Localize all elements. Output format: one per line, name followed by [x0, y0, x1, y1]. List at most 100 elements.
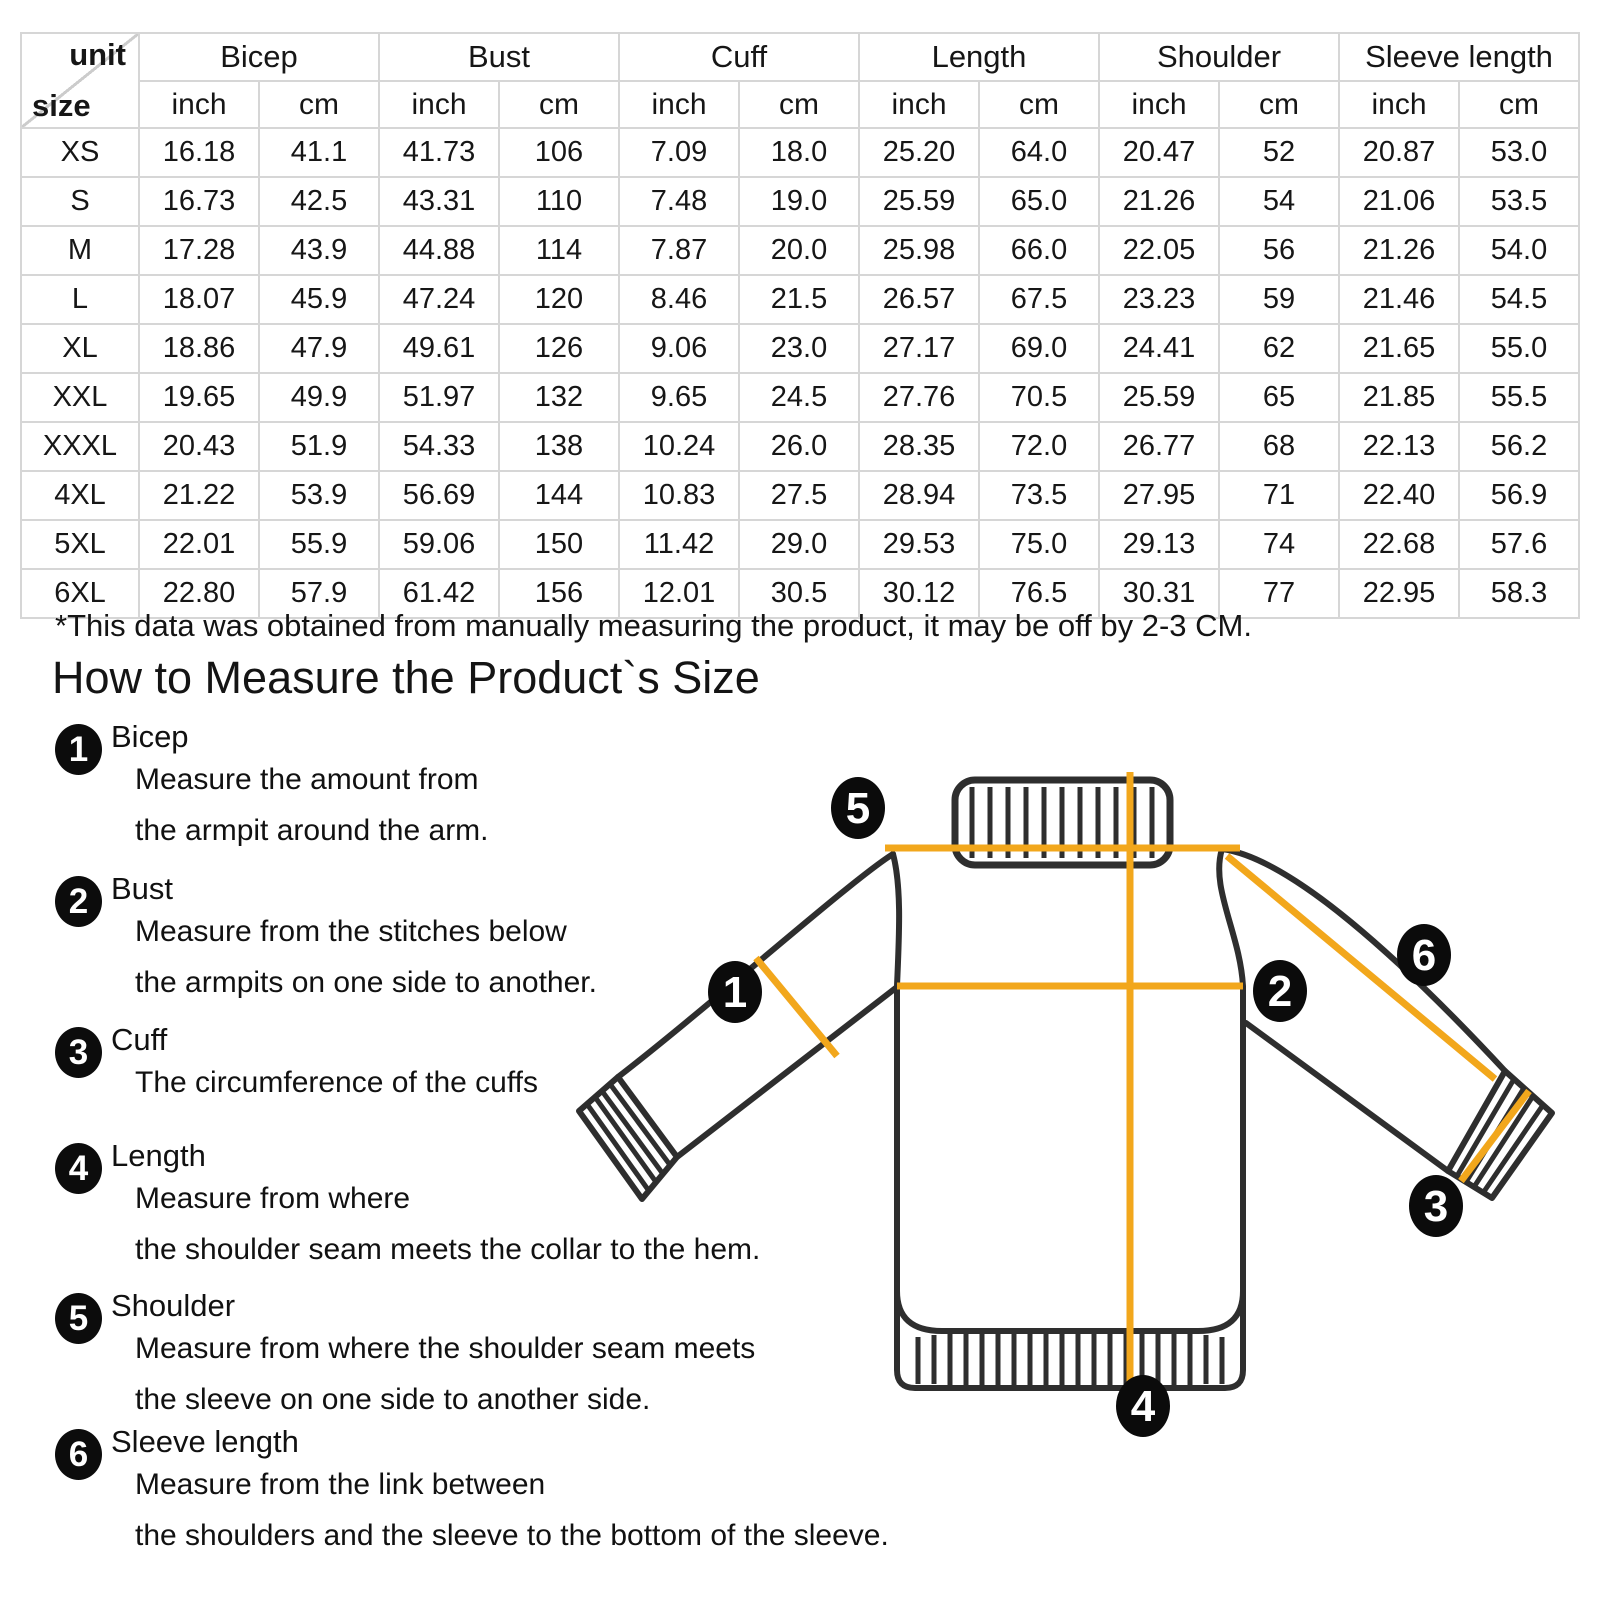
unit-header: inch — [858, 80, 980, 129]
value-cell: 55.0 — [1458, 323, 1580, 374]
value-cell: 22.01 — [138, 519, 260, 570]
diagram-marker-4: 4 — [1116, 1375, 1170, 1437]
value-cell: 74 — [1218, 519, 1340, 570]
sleeve-length-measure-line — [1224, 853, 1498, 1082]
value-cell: 30.12 — [858, 568, 980, 619]
value-cell: 29.53 — [858, 519, 980, 570]
value-cell: 24.5 — [738, 372, 860, 423]
item-desc-line: Measure from the stitches below — [135, 915, 567, 948]
size-cell: M — [20, 225, 140, 276]
instruction-item-bust: 2 Bust Measure from the stitches below t… — [55, 872, 597, 1008]
measurement-disclaimer: *This data was obtained from manually me… — [55, 608, 1252, 643]
value-cell: 25.59 — [858, 176, 980, 227]
value-cell: 9.06 — [618, 323, 740, 374]
value-cell: 132 — [498, 372, 620, 423]
value-cell: 22.05 — [1098, 225, 1220, 276]
value-cell: 22.13 — [1338, 421, 1460, 472]
diagram-marker-5: 5 — [831, 777, 885, 839]
unit-header: cm — [498, 80, 620, 129]
diagram-marker-3: 3 — [1409, 1175, 1463, 1237]
value-cell: 29.13 — [1098, 519, 1220, 570]
value-cell: 156 — [498, 568, 620, 619]
item-title: Length — [111, 1138, 206, 1173]
value-cell: 44.88 — [378, 225, 500, 276]
value-cell: 77 — [1218, 568, 1340, 619]
value-cell: 21.85 — [1338, 372, 1460, 423]
column-header-length: Length — [858, 32, 1100, 82]
diagram-marker-2: 2 — [1253, 960, 1307, 1022]
item-title: Cuff — [111, 1022, 168, 1057]
value-cell: 51.97 — [378, 372, 500, 423]
value-cell: 7.87 — [618, 225, 740, 276]
value-cell: 26.0 — [738, 421, 860, 472]
item-desc-line: the shoulders and the sleeve to the bott… — [135, 1519, 889, 1552]
instruction-item-shoulder: 5 Shoulder Measure from where the should… — [55, 1289, 755, 1425]
cuff-measure-line — [1458, 1088, 1532, 1184]
instruction-item-sleeve-length: 6 Sleeve length Measure from the link be… — [55, 1425, 889, 1561]
item-desc-line: the sleeve on one side to another side. — [135, 1383, 651, 1416]
value-cell: 47.9 — [258, 323, 380, 374]
unit-header: inch — [138, 80, 260, 129]
value-cell: 21.26 — [1098, 176, 1220, 227]
sweater-hem-ribs — [915, 1334, 1225, 1385]
value-cell: 26.77 — [1098, 421, 1220, 472]
value-cell: 42.5 — [258, 176, 380, 227]
value-cell: 9.65 — [618, 372, 740, 423]
value-cell: 66.0 — [978, 225, 1100, 276]
value-cell: 57.6 — [1458, 519, 1580, 570]
unit-header: inch — [378, 80, 500, 129]
svg-text:6: 6 — [1412, 931, 1436, 980]
value-cell: 20.43 — [138, 421, 260, 472]
left-sleeve-top-edge — [615, 851, 896, 1080]
right-sleeve-top-edge — [1219, 846, 1508, 1074]
item-desc-line: Measure the amount from — [135, 763, 479, 796]
item-title: Bicep — [111, 719, 189, 754]
value-cell: 21.5 — [738, 274, 860, 325]
size-cell: 5XL — [20, 519, 140, 570]
size-cell: XXL — [20, 372, 140, 423]
value-cell: 22.95 — [1338, 568, 1460, 619]
item-number-badge: 4 — [55, 1143, 102, 1194]
corner-unit-size-cell: unit size — [20, 32, 140, 129]
value-cell: 57.9 — [258, 568, 380, 619]
sweater-body-outline — [890, 846, 1246, 1391]
unit-header: cm — [978, 80, 1100, 129]
value-cell: 67.5 — [978, 274, 1100, 325]
value-cell: 21.46 — [1338, 274, 1460, 325]
value-cell: 28.35 — [858, 421, 980, 472]
item-desc-line: the shoulder seam meets the collar to th… — [135, 1233, 761, 1266]
value-cell: 22.68 — [1338, 519, 1460, 570]
value-cell: 27.76 — [858, 372, 980, 423]
value-cell: 30.31 — [1098, 568, 1220, 619]
unit-header: inch — [618, 80, 740, 129]
value-cell: 54 — [1218, 176, 1340, 227]
value-cell: 20.87 — [1338, 127, 1460, 178]
left-sleeve-bottom-edge — [674, 984, 900, 1160]
size-cell: L — [20, 274, 140, 325]
value-cell: 106 — [498, 127, 620, 178]
value-cell: 70.5 — [978, 372, 1100, 423]
unit-header: inch — [1338, 80, 1460, 129]
column-header-bicep: Bicep — [138, 32, 380, 82]
item-title: Shoulder — [111, 1288, 236, 1323]
value-cell: 21.65 — [1338, 323, 1460, 374]
value-cell: 55.9 — [258, 519, 380, 570]
item-number-badge: 6 — [55, 1429, 102, 1480]
value-cell: 19.65 — [138, 372, 260, 423]
value-cell: 23.23 — [1098, 274, 1220, 325]
unit-header: cm — [1218, 80, 1340, 129]
unit-header: cm — [738, 80, 860, 129]
value-cell: 28.94 — [858, 470, 980, 521]
size-cell: XXXL — [20, 421, 140, 472]
value-cell: 73.5 — [978, 470, 1100, 521]
corner-unit-label: unit — [69, 37, 126, 72]
svg-text:3: 3 — [1424, 1182, 1448, 1231]
value-cell: 51.9 — [258, 421, 380, 472]
size-cell: 6XL — [20, 568, 140, 619]
value-cell: 150 — [498, 519, 620, 570]
item-number-badge: 5 — [55, 1293, 102, 1344]
